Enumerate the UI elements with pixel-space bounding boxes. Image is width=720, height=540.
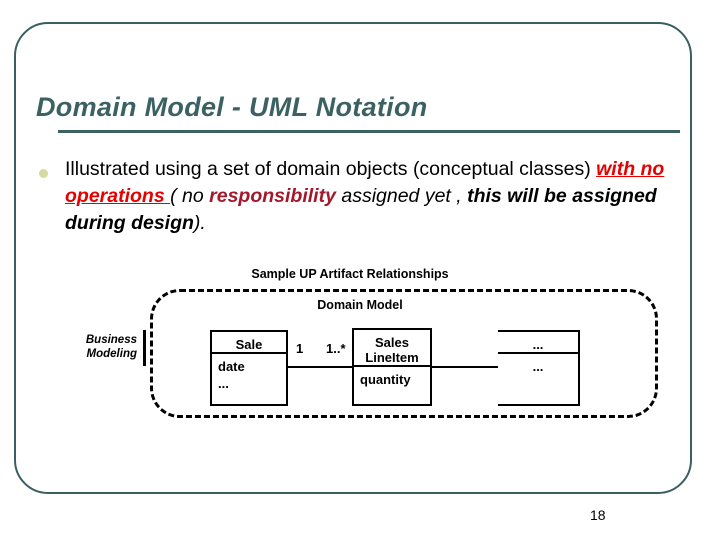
association-line-sale-lineitem [286,366,354,368]
title-underline-rule [58,130,680,133]
uml-class-sales-lineitem-name: Sales LineItem [354,330,430,365]
uml-class-truncated[interactable]: ... ... [498,330,580,406]
bullet-run-close-paren: ). [193,212,206,234]
bullet-run-plain-1: Illustrated using a set of domain object… [65,158,597,180]
uml-class-truncated-attributes: ... [498,354,578,375]
uml-class-sale[interactable]: Sale date ... [210,330,288,406]
page-number: 18 [590,507,606,523]
slide-border-frame [14,22,692,494]
bullet-run-comma: , [456,185,468,207]
uml-class-sale-attributes: date ... [212,354,286,392]
uml-attribute: date [218,359,245,374]
uml-class-name-line1: Sales [375,335,409,350]
uml-attribute: ... [532,359,544,374]
bullet-run-open-paren: ( [170,185,183,207]
uml-attribute: quantity [360,372,411,387]
uml-attribute: ... [218,376,229,391]
uml-class-sales-lineitem-attributes: quantity [354,367,430,388]
uml-class-name-line2: LineItem [365,350,419,365]
bullet-run-with-no-operations: with no operations [65,158,665,207]
bullet-marker-icon [39,169,48,178]
business-modeling-label: Business Modeling [75,333,137,361]
uml-class-sale-divider [212,352,286,354]
list-item: Illustrated using a set of domain object… [65,156,704,237]
business-modeling-label-line1: Business [85,334,137,346]
business-modeling-separator-bar [143,330,146,366]
bullet-run-responsibility: responsibility [209,185,342,207]
uml-domain-model-diagram: Sample UP Artifact Relationships Domain … [86,265,670,425]
multiplicity-source: 1 [296,341,304,356]
diagram-caption: Sample UP Artifact Relationships [251,267,449,281]
uml-class-sales-lineitem[interactable]: Sales LineItem quantity [352,328,432,406]
bullet-run-this-will-be-assigned: this will be assigned during design [65,185,657,234]
uml-class-truncated-name: ... [532,337,544,352]
domain-model-boundary-dashed-rect [150,289,658,418]
business-modeling-label-line2: Modeling [86,348,137,360]
bullet-run-assigned-yet: assigned yet [341,185,457,207]
multiplicity-target: 1..* [326,341,346,356]
bullet-list: Illustrated using a set of domain object… [36,156,704,237]
uml-class-truncated-divider [498,352,578,354]
bullet-run-no: no [182,185,210,207]
uml-class-sales-lineitem-divider [354,365,430,367]
page-title: Domain Model - UML Notation [36,92,428,122]
association-line-lineitem-right [430,366,500,368]
domain-model-label: Domain Model [317,298,403,312]
uml-class-sale-name: Sale [235,337,263,352]
